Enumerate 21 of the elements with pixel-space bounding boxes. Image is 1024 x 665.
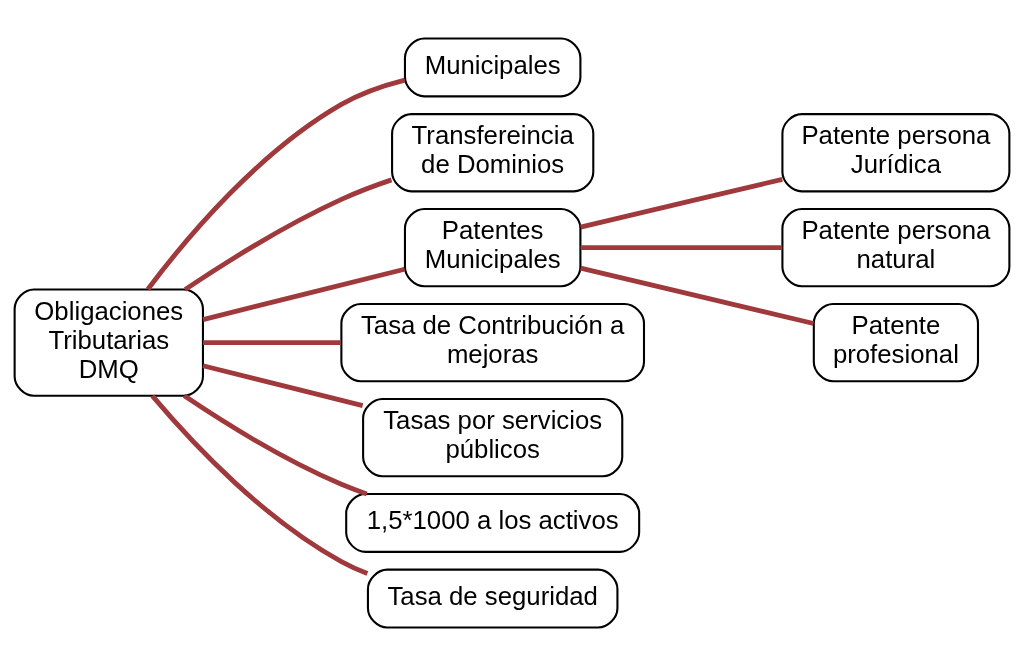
node-box: Transfereincia de Dominios	[391, 112, 595, 192]
connector	[580, 176, 783, 230]
connector	[182, 393, 368, 496]
connector	[203, 339, 341, 345]
connector	[150, 393, 369, 576]
connector	[580, 244, 783, 250]
node-box: Tasa de Contribución a mejoras	[340, 302, 646, 382]
node-box: Patente profesional	[812, 302, 980, 382]
connector	[202, 266, 406, 322]
node-box: Obligaciones Tributarias DMQ	[13, 288, 204, 397]
node-box: 1,5*1000 a los activos	[345, 492, 641, 553]
node-box: Municipales	[403, 36, 582, 97]
node-box: Patentes Municipales	[403, 207, 582, 287]
connector	[202, 362, 364, 408]
connector	[183, 177, 393, 292]
node-box: Patente persona natural	[781, 207, 1011, 287]
node-box: Tasa de seguridad	[366, 568, 619, 629]
connector	[145, 77, 406, 291]
connector	[580, 265, 815, 326]
node-box: Patente persona Jurídica	[781, 112, 1011, 192]
node-box: Tasas por servicios públicos	[362, 397, 624, 477]
